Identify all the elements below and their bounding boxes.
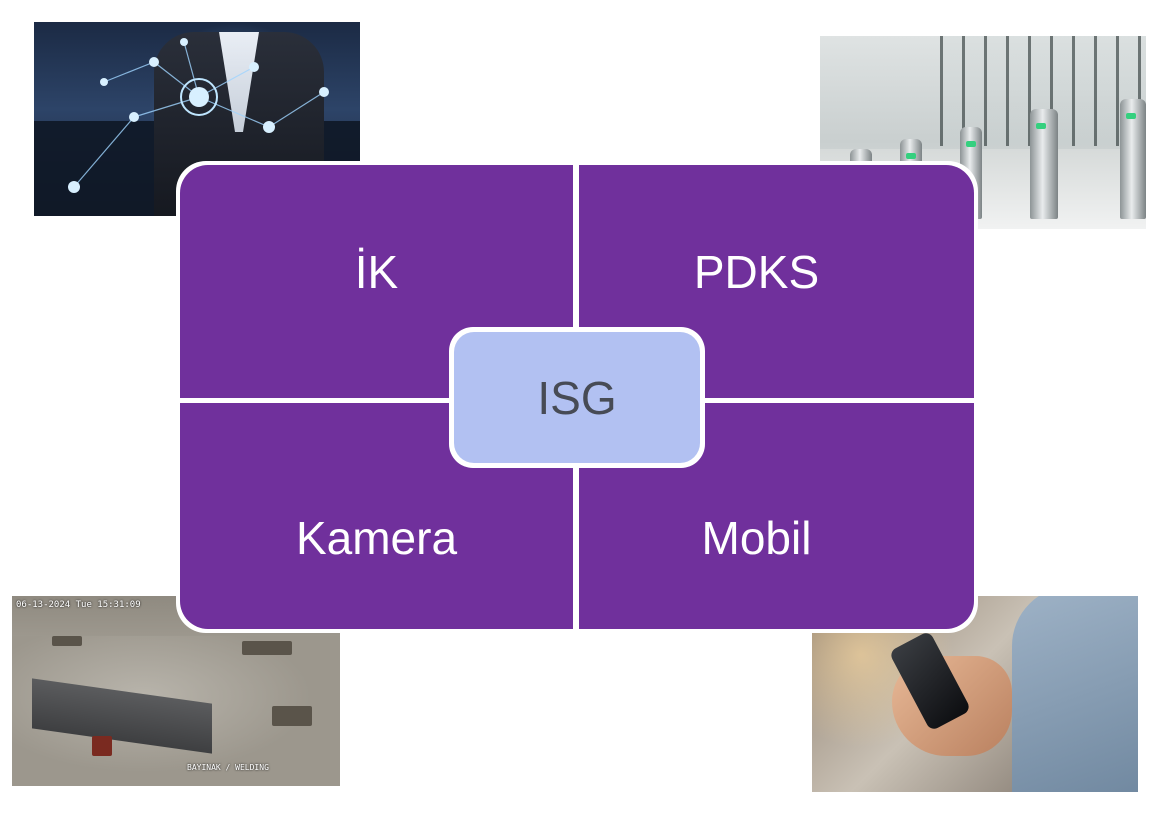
quadrant-mobil-label: Mobil <box>701 512 812 564</box>
turnstile-gate <box>1030 109 1058 219</box>
quadrant-diagram: İK PDKS Kamera Mobil <box>176 161 978 633</box>
quadrant-ik-label: İK <box>354 245 399 298</box>
cctv-timestamp: 06-13-2024 Tue 15:31:09 <box>16 600 141 610</box>
site-debris <box>92 736 112 756</box>
hr-network-photo <box>34 22 360 216</box>
person-arm <box>1012 596 1138 792</box>
site-debris <box>272 706 312 726</box>
quadrant-kamera-label: Kamera <box>295 512 458 564</box>
center-node-fill: ISG <box>454 332 700 463</box>
cctv-channel: BAYINAK / WELDING <box>187 763 269 772</box>
site-debris <box>52 636 82 646</box>
site-debris <box>242 641 292 655</box>
turnstile-gate <box>1120 99 1146 219</box>
center-node-label: ISG <box>537 371 617 424</box>
network-overlay <box>68 38 329 193</box>
center-node-isg: ISG <box>449 327 705 468</box>
quadrant-pdks-label: PDKS <box>693 245 820 298</box>
